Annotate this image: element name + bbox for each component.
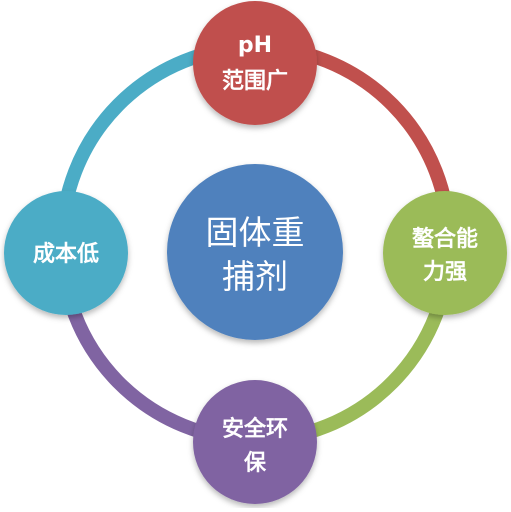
center-label-line1: 固体重: [206, 213, 305, 252]
node-low-cost: 成本低: [4, 191, 128, 315]
node-eco-safe: 安全环 保: [193, 380, 317, 504]
center-node: 固体重 捕剂: [167, 164, 343, 340]
node-low-cost-circle: [4, 191, 128, 315]
node-chelating-ability-label-line1: 螯合能: [412, 226, 478, 252]
node-eco-safe-circle: [193, 380, 317, 504]
node-eco-safe-label-line1: 安全环: [222, 416, 288, 442]
node-chelating-ability-label-line2: 力强: [423, 260, 467, 285]
node-ph-range-label-line2: 范围广: [222, 68, 288, 94]
center-circle: [167, 164, 343, 340]
node-ph-range-label-line1: pH: [238, 33, 272, 58]
node-chelating-ability: 螯合能 力强: [383, 191, 507, 315]
node-ph-range-circle: [193, 1, 317, 125]
node-low-cost-label: 成本低: [33, 242, 99, 267]
center-label-line2: 捕剂: [222, 257, 288, 296]
node-eco-safe-label-line2: 保: [243, 451, 267, 476]
node-ph-range: pH 范围广: [193, 1, 317, 125]
node-chelating-ability-circle: [383, 191, 507, 315]
